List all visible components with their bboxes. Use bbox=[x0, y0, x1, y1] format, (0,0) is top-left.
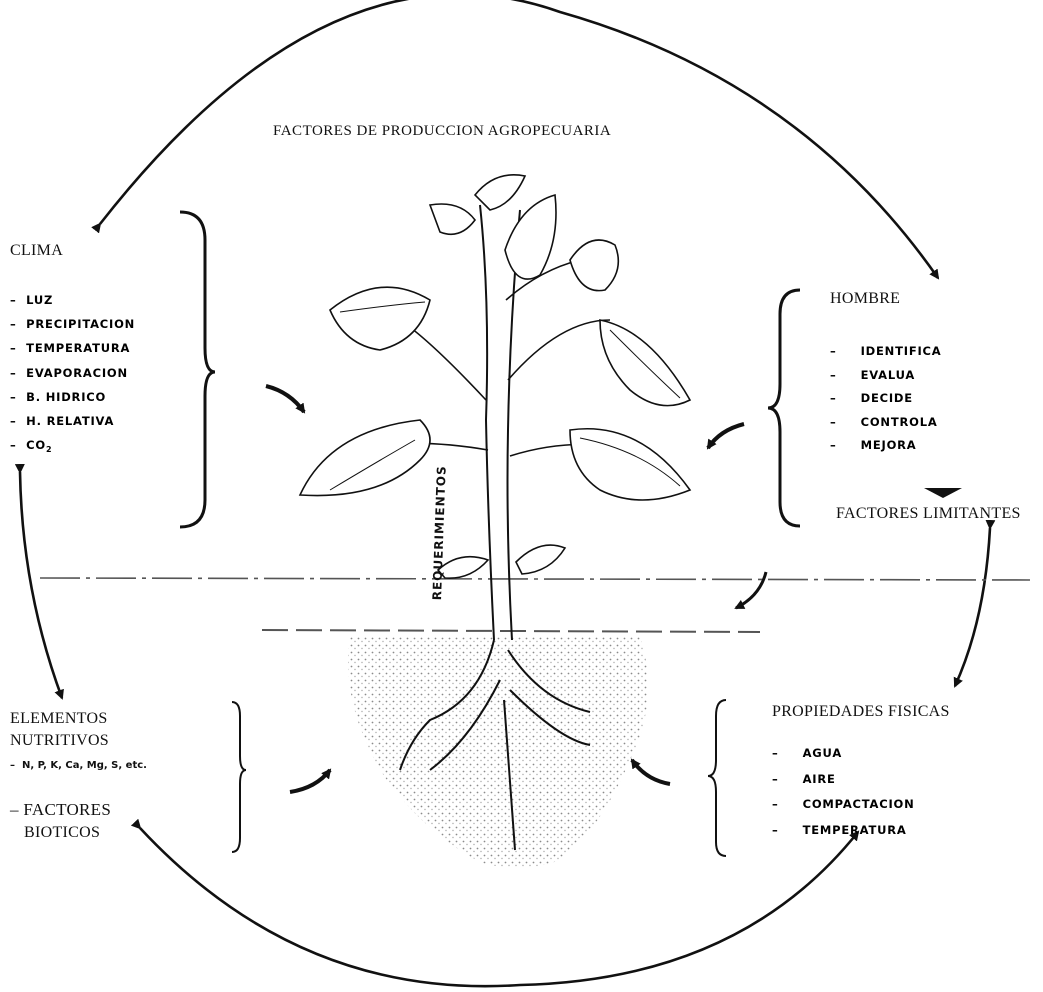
brace-elementos bbox=[232, 702, 246, 852]
list-dash: – bbox=[10, 409, 17, 433]
cycle-arrow-right bbox=[955, 528, 990, 686]
bioticos-line1: – FACTORES bbox=[10, 800, 111, 820]
plant-leaf bbox=[330, 287, 430, 350]
list-dash: – bbox=[830, 387, 837, 411]
list-dash: – bbox=[830, 340, 837, 364]
arrow-elementos-to-roots bbox=[290, 770, 330, 792]
ground-lines bbox=[40, 578, 1030, 632]
propiedades-item: – AIRE bbox=[772, 767, 915, 793]
clima-list: – LUZ – PRECIPITACION – TEMPERATURA – EV… bbox=[10, 288, 135, 462]
list-dash: – bbox=[10, 760, 15, 771]
factores-limitantes-label: FACTORES LIMITANTES bbox=[836, 505, 1021, 523]
diagram-title: FACTORES DE PRODUCCION AGROPECUARIA bbox=[273, 123, 611, 140]
hombre-item-label: EVALUA bbox=[861, 368, 915, 382]
plant-leaf bbox=[475, 175, 525, 210]
hombre-item-label: IDENTIFICA bbox=[861, 344, 942, 358]
plant-leaf bbox=[516, 545, 565, 574]
clima-item: – PRECIPITACION bbox=[10, 312, 135, 336]
elementos-item: – N, P, K, Ca, Mg, S, etc. bbox=[10, 760, 147, 771]
propiedades-list: – AGUA – AIRE – COMPACTACION – TEMPERATU… bbox=[772, 741, 915, 843]
hombre-item: – MEJORA bbox=[830, 434, 942, 458]
propiedades-item-label: AGUA bbox=[803, 746, 842, 760]
propiedades-item-label: TEMPERATURA bbox=[803, 823, 907, 837]
plant-stem bbox=[480, 205, 494, 640]
clima-item-label: B. HIDRICO bbox=[26, 390, 106, 404]
plant-leaf bbox=[430, 204, 475, 234]
clima-heading: CLIMA bbox=[10, 242, 63, 260]
plant-leaf bbox=[505, 195, 556, 279]
hombre-item-label: CONTROLA bbox=[861, 415, 938, 429]
brace-hombre bbox=[768, 290, 800, 526]
list-dash: – bbox=[830, 434, 837, 458]
list-dash: – bbox=[10, 312, 17, 336]
hombre-heading: HOMBRE bbox=[830, 290, 900, 308]
elementos-item-label: N, P, K, Ca, Mg, S, etc. bbox=[22, 760, 147, 771]
propiedades-item: – AGUA bbox=[772, 741, 915, 767]
propiedades-item: – TEMPERATURA bbox=[772, 818, 915, 844]
hombre-item: – IDENTIFICA bbox=[830, 340, 942, 364]
list-dash: – bbox=[772, 818, 779, 844]
plant-leaf bbox=[300, 420, 430, 496]
list-dash: – bbox=[10, 800, 19, 819]
hombre-item: – CONTROLA bbox=[830, 411, 942, 435]
limitantes-pointer bbox=[924, 488, 962, 498]
list-dash: – bbox=[10, 385, 17, 409]
clima-item: – H. RELATIVA bbox=[10, 409, 135, 433]
list-dash: – bbox=[10, 288, 17, 312]
co2-label: CO bbox=[26, 438, 46, 452]
elementos-heading-line2: NUTRITIVOS bbox=[10, 732, 109, 750]
bioticos-line2: BIOTICOS bbox=[24, 824, 100, 842]
hombre-item: – EVALUA bbox=[830, 364, 942, 388]
brace-propiedades bbox=[708, 700, 726, 856]
clima-item-label: EVAPORACION bbox=[26, 366, 128, 380]
arrow-clima-to-plant bbox=[266, 386, 304, 412]
co2-subscript: 2 bbox=[46, 445, 52, 454]
clima-item: – TEMPERATURA bbox=[10, 336, 135, 360]
plant-leaf bbox=[438, 557, 488, 579]
plant-leaf bbox=[570, 240, 618, 291]
elementos-heading-line1: ELEMENTOS bbox=[10, 710, 108, 728]
hombre-item: – DECIDE bbox=[830, 387, 942, 411]
ground-surface-line bbox=[40, 578, 1030, 580]
list-dash: – bbox=[772, 767, 779, 793]
arrow-hombre-to-plant bbox=[708, 424, 744, 448]
soil-mass bbox=[348, 636, 648, 868]
list-dash: – bbox=[830, 411, 837, 435]
cycle-arrow-left bbox=[20, 472, 62, 698]
clima-item-co2: – CO2 bbox=[10, 433, 135, 462]
propiedades-heading: PROPIEDADES FISICAS bbox=[772, 703, 950, 721]
propiedades-item-label: COMPACTACION bbox=[803, 797, 915, 811]
clima-item: – EVAPORACION bbox=[10, 361, 135, 385]
plant-branch bbox=[508, 320, 610, 380]
list-dash: – bbox=[830, 364, 837, 388]
brace-clima bbox=[180, 212, 215, 527]
propiedades-item: – COMPACTACION bbox=[772, 792, 915, 818]
clima-item-label: PRECIPITACION bbox=[26, 317, 135, 331]
hombre-item-label: MEJORA bbox=[861, 438, 917, 452]
clima-item-label: H. RELATIVA bbox=[26, 414, 114, 428]
propiedades-item-label: AIRE bbox=[803, 772, 836, 786]
clima-item: – LUZ bbox=[10, 288, 135, 312]
list-dash: – bbox=[772, 741, 779, 767]
list-dash: – bbox=[10, 336, 17, 360]
arrow-limitantes-to-soil bbox=[736, 572, 766, 608]
bioticos-line1-label: FACTORES bbox=[23, 800, 111, 819]
hombre-item-label: DECIDE bbox=[861, 391, 913, 405]
clima-item: – B. HIDRICO bbox=[10, 385, 135, 409]
list-dash: – bbox=[772, 792, 779, 818]
hombre-list: – IDENTIFICA – EVALUA – DECIDE – CONTROL… bbox=[830, 340, 942, 458]
list-dash: – bbox=[10, 361, 17, 385]
arrow-propiedades-to-roots bbox=[632, 760, 670, 784]
clima-item-label: TEMPERATURA bbox=[26, 341, 130, 355]
list-dash: – bbox=[10, 433, 17, 457]
clima-item-label: LUZ bbox=[26, 293, 53, 307]
